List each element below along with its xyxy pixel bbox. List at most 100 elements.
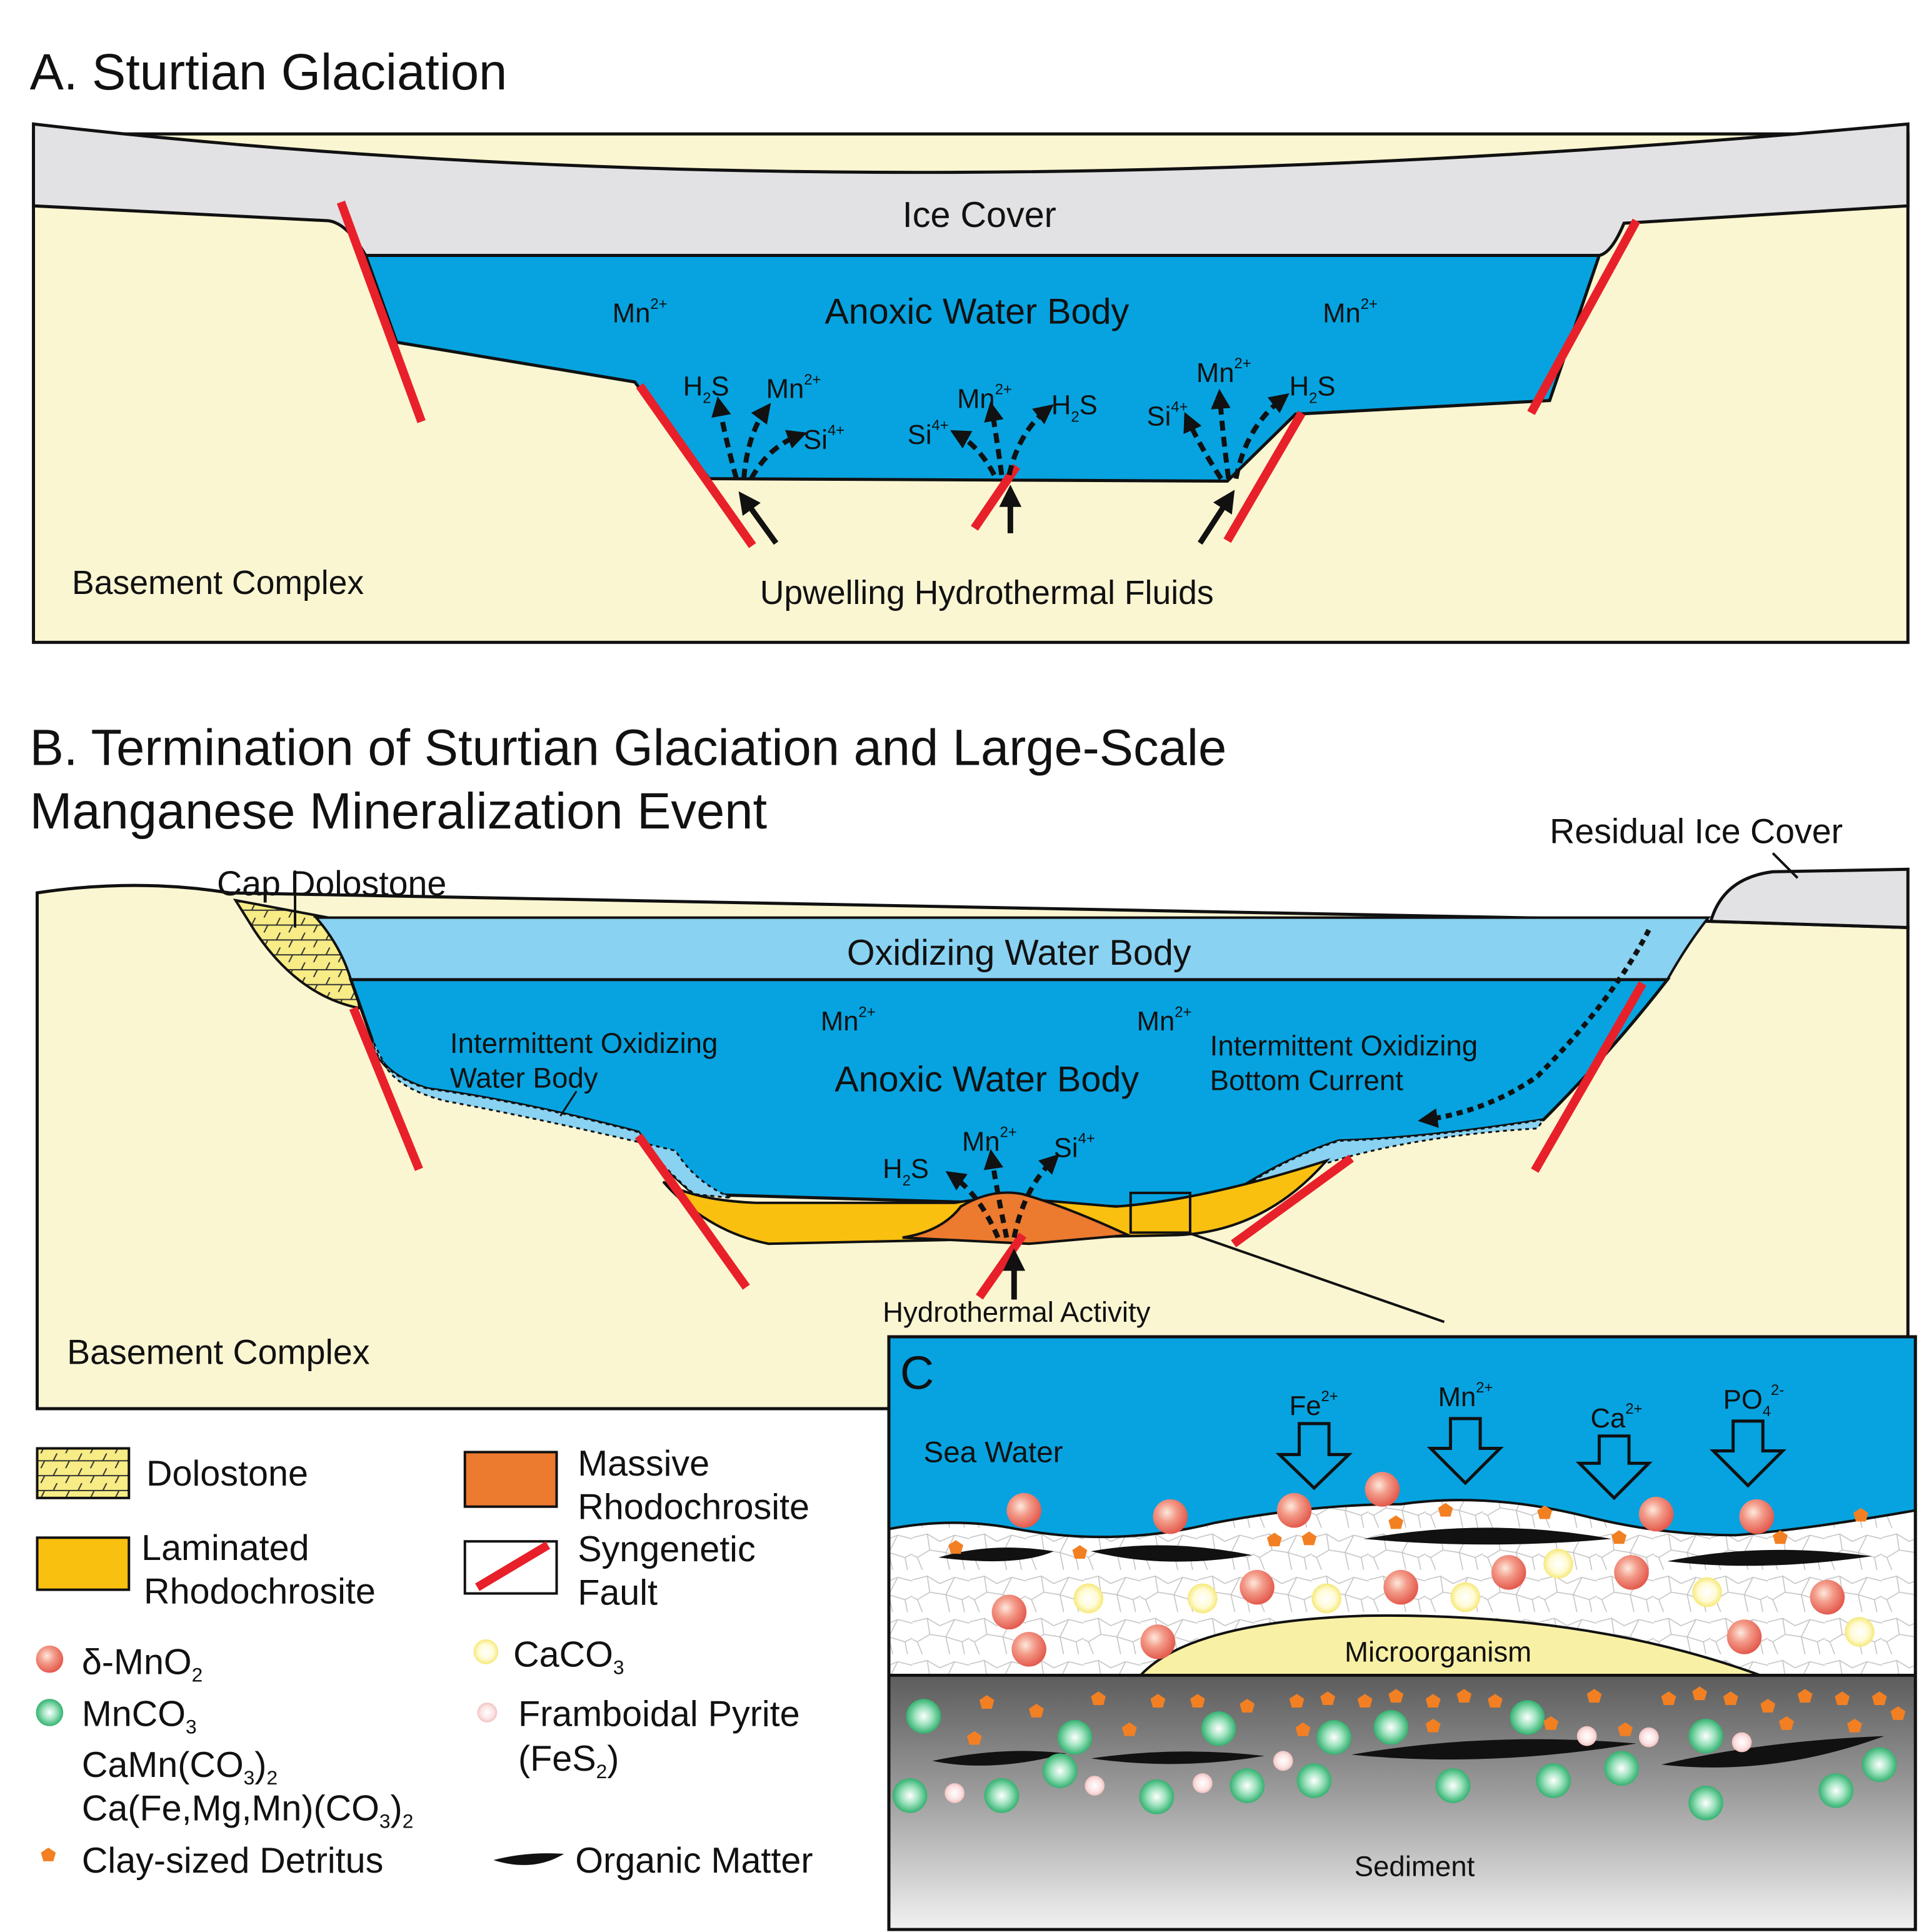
- panel-c-organic-matter: [932, 1527, 1885, 1768]
- panel-c: C Sea Water Microorganism Sediment Fe2+ …: [887, 1335, 1917, 1931]
- panel-b-basement-label: Basement Complex: [67, 1333, 370, 1372]
- panel-b-residual-ice-label: Residual Ice Cover: [1550, 812, 1843, 851]
- svg-text:Si4+: Si4+: [1054, 1130, 1095, 1164]
- panel-c-mnco3-particles: [892, 1699, 1897, 1821]
- legend-framboidal-pyrite: Framboidal Pyrite(FeS2): [477, 1694, 800, 1783]
- svg-text:Ca2+: Ca2+: [1591, 1401, 1643, 1434]
- svg-text:Mn2+: Mn2+: [613, 296, 668, 329]
- panel-a-fault-2: [1527, 218, 1641, 415]
- panel-a-water-label: Anoxic Water Body: [824, 292, 1129, 332]
- svg-text:Framboidal Pyrite(FeS2): Framboidal Pyrite(FeS2): [518, 1694, 800, 1783]
- svg-text:PO42-: PO42-: [1723, 1382, 1784, 1420]
- panel-b-intermittent-water-label: Intermittent Oxidizing Water Body: [450, 1027, 726, 1094]
- panel-b: B. Termination of Sturtian Glaciation an…: [30, 720, 1910, 1411]
- svg-text:H2S: H2S: [1051, 390, 1098, 425]
- svg-text:H2S: H2S: [883, 1154, 929, 1189]
- panel-b-title-line1: B. Termination of Sturtian Glaciation an…: [30, 720, 1227, 777]
- panel-b-bottom-current-arrow: [1418, 928, 1651, 1128]
- panel-a-fault-3: [636, 383, 756, 548]
- panel-a-vent-3: Si4+ Mn2+ H2S: [1147, 355, 1336, 545]
- panel-b-inset-box: [1129, 1191, 1191, 1234]
- legend-caco3: CaCO3: [473, 1635, 624, 1679]
- panel-c-fe-arrow: Fe2+: [1275, 1388, 1353, 1491]
- panel-b-title-line2: Manganese Mineralization Event: [30, 783, 767, 840]
- svg-text:Dolostone: Dolostone: [146, 1454, 308, 1494]
- panel-b-intermittent-current-label: Intermittent Oxidizing Bottom Current: [1210, 1030, 1486, 1097]
- panel-a: A. Sturtian Glaciation Ice Cover Anoxic …: [30, 44, 1910, 644]
- panel-b-hydrothermal-label: Hydrothermal Activity: [883, 1296, 1151, 1328]
- panel-b-massive-rhodochrosite: [902, 1191, 1133, 1245]
- svg-text:Mn2+: Mn2+: [1323, 296, 1378, 329]
- svg-text:H2S: H2S: [683, 372, 729, 407]
- svg-text:Mn2+: Mn2+: [1137, 1004, 1192, 1037]
- panel-b-fault-3: [634, 1133, 750, 1290]
- panel-b-fault-2: [1531, 981, 1646, 1173]
- legend-dolostone: Dolostone: [36, 1447, 308, 1499]
- panel-a-ion-mn-right: Mn2+: [1323, 296, 1378, 329]
- panel-a-basement-label: Basement Complex: [72, 565, 364, 601]
- panel-a-anoxic-water: [363, 254, 1601, 483]
- panel-b-intermittent-oxidizing-zone-left: [371, 1039, 732, 1199]
- panel-b-fault-1: [349, 1006, 423, 1171]
- svg-text:H2S: H2S: [1290, 372, 1336, 407]
- svg-text:MnCO3: MnCO3: [82, 1694, 197, 1738]
- svg-text:Si4+: Si4+: [908, 417, 949, 450]
- svg-text:Mn2+: Mn2+: [1196, 355, 1251, 388]
- panel-a-ion-mn-left: Mn2+: [613, 296, 668, 329]
- panel-a-title: A. Sturtian Glaciation: [30, 44, 508, 101]
- panel-c-caco3-particles: [1073, 1549, 1875, 1647]
- panel-b-intermittent-oxidizing-zone-right: [1245, 1118, 1546, 1187]
- panel-b-ion-mn-left: Mn2+: [821, 1004, 876, 1037]
- panel-b-residual-ice-leader: [1771, 852, 1799, 879]
- legend-mno2: δ-MnO2: [36, 1642, 203, 1686]
- panel-b-intermittent-water-leader: [559, 1090, 578, 1117]
- panel-c-sediment: [889, 1675, 1916, 1930]
- panel-b-fault-4: [1231, 1154, 1354, 1247]
- panel-c-clay-detritus: [948, 1502, 1906, 1745]
- legend-organic-matter: Organic Matter: [493, 1841, 813, 1881]
- svg-text:Si4+: Si4+: [803, 422, 844, 455]
- panel-b-inset-leader: [1187, 1231, 1445, 1324]
- svg-text:Fe2+: Fe2+: [1290, 1388, 1338, 1421]
- panel-b-fault-5: [976, 1232, 1026, 1300]
- panel-c-sediment-label: Sediment: [1355, 1851, 1475, 1883]
- panel-a-vent-1: H2S Mn2+ Si4+: [683, 371, 844, 545]
- svg-text:Mn2+: Mn2+: [957, 381, 1012, 415]
- svg-text:δ-MnO2: δ-MnO2: [82, 1642, 203, 1686]
- panel-c-mno2-particles: [991, 1472, 1845, 1667]
- svg-text:Mn2+: Mn2+: [821, 1004, 876, 1037]
- panel-a-ice-label: Ice Cover: [903, 195, 1056, 235]
- panel-a-fault-1: [336, 200, 426, 423]
- panel-b-cap-dolostone-label: Cap Dolostone: [217, 864, 446, 903]
- panel-a-fault-4: [971, 463, 1021, 531]
- svg-text:Ca(Fe,Mg,Mn)(CO3)2: Ca(Fe,Mg,Mn)(CO3)2: [82, 1788, 413, 1832]
- legend-mnco3: MnCO3 CaMn(CO3)2 Ca(Fe,Mg,Mn)(CO3)2: [36, 1694, 413, 1832]
- panel-a-fluids-label: Upwelling Hydrothermal Fluids: [760, 575, 1214, 611]
- svg-text:Mn2+: Mn2+: [766, 371, 821, 405]
- panel-a-vent-2: Si4+ Mn2+ H2S: [908, 381, 1098, 533]
- panel-c-microorganism: [1138, 1614, 1761, 1677]
- panel-c-mn-arrow: Mn2+: [1426, 1379, 1504, 1486]
- svg-text:CaMn(CO3)2: CaMn(CO3)2: [82, 1745, 278, 1789]
- panel-c-microorganism-label: Microorganism: [1345, 1636, 1531, 1668]
- svg-text:Mn2+: Mn2+: [962, 1124, 1017, 1157]
- panel-b-vent: H2S Mn2+ Si4+: [883, 1124, 1095, 1300]
- panel-a-fault-5: [1223, 410, 1306, 543]
- panel-b-ion-mn-right: Mn2+: [1137, 1004, 1192, 1037]
- legend-clay-detritus: Clay-sized Detritus: [41, 1841, 383, 1881]
- panel-c-label: C: [900, 1346, 934, 1399]
- svg-text:CaCO3: CaCO3: [513, 1635, 624, 1679]
- panel-b-anoxic-label: Anoxic Water Body: [834, 1059, 1139, 1099]
- panel-c-ca-arrow: Ca2+: [1575, 1401, 1653, 1501]
- panel-b-oxidizing-label: Oxidizing Water Body: [847, 933, 1191, 973]
- panel-c-po4-arrow: PO42-: [1709, 1382, 1786, 1488]
- svg-text:Organic Matter: Organic Matter: [575, 1841, 813, 1881]
